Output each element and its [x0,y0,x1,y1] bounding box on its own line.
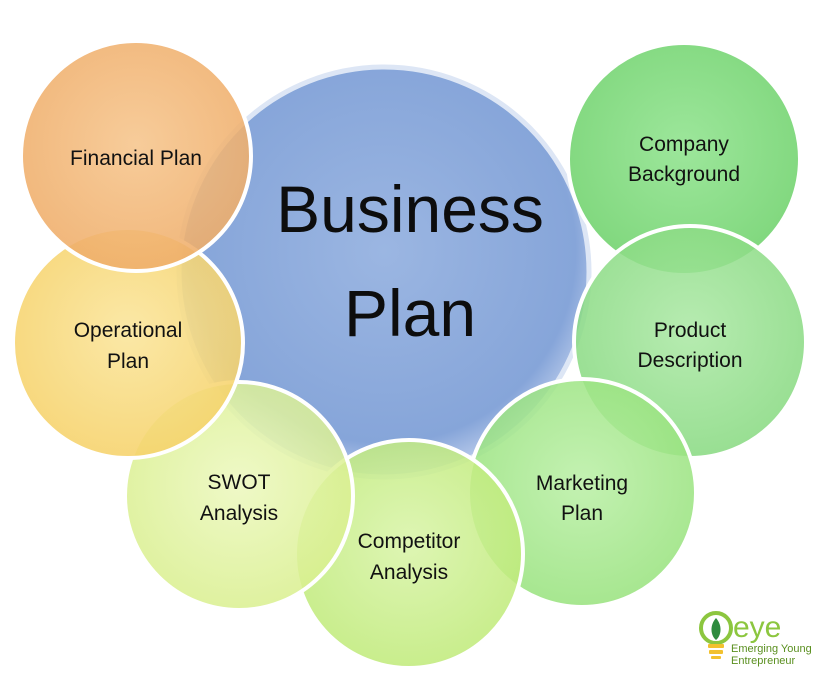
center-title-line2: Plan [344,276,476,350]
center-node: Business Plan [176,64,592,480]
node-label-line2: Plan [107,350,149,373]
logo-tagline-line1: Emerging Young [731,643,812,655]
node-financial-plan: Financial Plan [19,39,253,273]
node-label-line1: Company [639,133,729,156]
node-operational-plan: Operational Plan [11,226,245,460]
node-label-line1: Operational [74,319,183,342]
lightbulb-icon [699,611,733,659]
eye-logo: eye Emerging Young Entrepreneur [699,611,812,667]
node-label-line1: Product [654,319,727,342]
node-label-line1: Financial Plan [70,147,202,170]
node-label-line2: Plan [561,502,603,525]
node-label-line2: Analysis [200,502,278,525]
node-label-line2: Analysis [370,561,448,584]
node-label-line1: Marketing [536,472,628,495]
node-label-line2: Background [628,163,740,186]
node-label-line1: SWOT [208,471,271,494]
node-marketing-plan: Marketing Plan [466,377,698,609]
node-company-background: Company Background [566,41,802,277]
center-title-line1: Business [276,172,544,246]
logo-tagline-line2: Entrepreneur [731,655,796,667]
logo-brand: eye [733,611,781,644]
node-label-line1: Competitor [358,530,461,553]
node-circle [19,39,253,273]
node-label-line2: Description [637,349,742,372]
